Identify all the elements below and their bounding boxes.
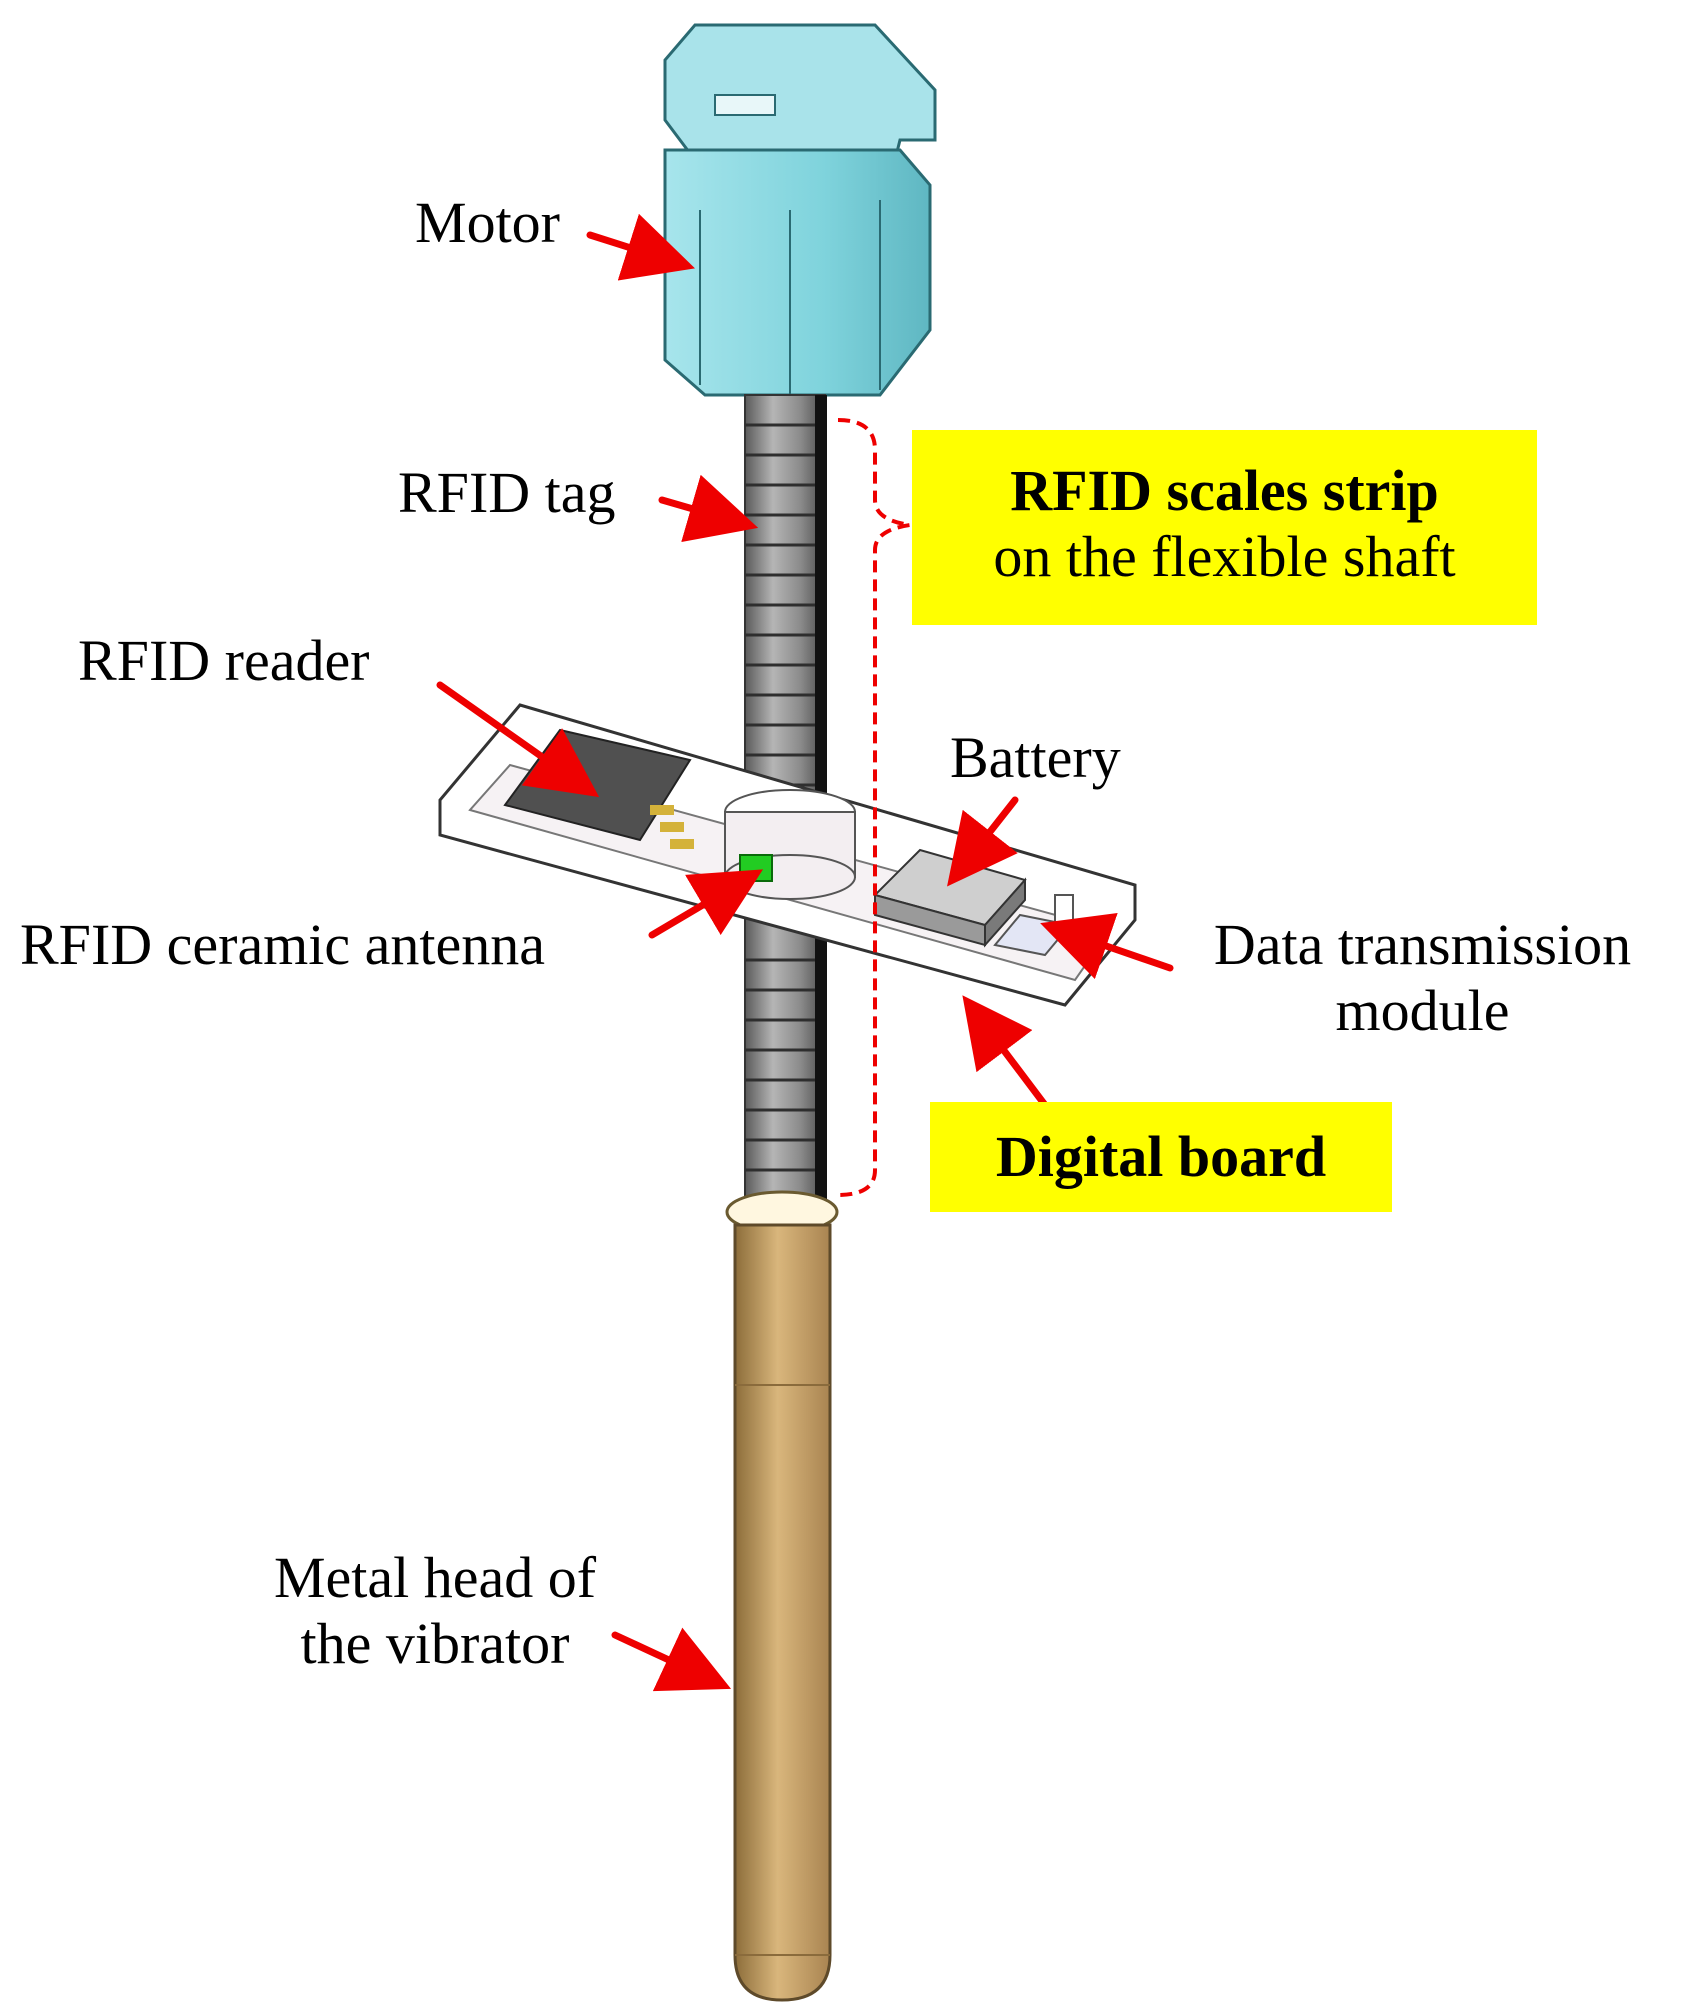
arrow-antenna bbox=[648, 869, 764, 939]
arrows bbox=[436, 213, 1174, 1692]
motor-body bbox=[663, 23, 937, 397]
highlight-digital-board: Digital board bbox=[930, 1102, 1392, 1212]
arrow-metal-head bbox=[611, 1627, 732, 1692]
rfid-tag-segments bbox=[745, 423, 815, 1202]
arrow-rfid-reader bbox=[436, 681, 600, 798]
arrow-motor bbox=[586, 213, 696, 281]
label-battery: Battery bbox=[950, 725, 1121, 790]
arrow-data-module bbox=[1040, 912, 1174, 980]
label-motor: Motor bbox=[415, 190, 560, 255]
scales-strip-bracket bbox=[837, 418, 911, 1197]
arrow-rfid-tag bbox=[658, 474, 759, 542]
arrow-digital-board bbox=[962, 995, 1049, 1109]
label-metal-head: Metal head of the vibrator bbox=[273, 1545, 597, 1676]
label-rfid-tag: RFID tag bbox=[398, 460, 616, 525]
arrow-battery bbox=[947, 796, 1019, 887]
label-rfid-ceramic-antenna: RFID ceramic antenna bbox=[20, 912, 546, 977]
digital-board bbox=[438, 703, 1137, 1007]
metal-head bbox=[733, 1223, 832, 2002]
highlight-scales-strip: RFID scales strip on the flexible shaft bbox=[912, 430, 1537, 625]
label-data-transmission-module: Data transmission module bbox=[1213, 912, 1632, 1043]
label-rfid-reader: RFID reader bbox=[78, 628, 370, 693]
